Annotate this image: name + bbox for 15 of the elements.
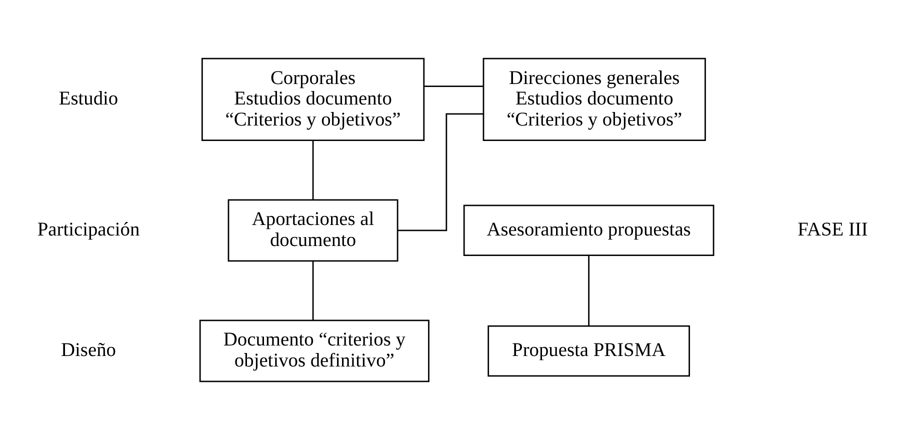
connector: [312, 140, 314, 200]
node-box: Documento “criterios y objetivos definitivo”: [199, 320, 430, 382]
connector: [312, 261, 314, 320]
connector: [588, 255, 590, 326]
node-box: Asesoramiento propuestas: [463, 204, 714, 256]
label: FASE III: [798, 220, 868, 241]
node-box: Direcciones generales Estudios documento “Criterios y objetivos”: [482, 58, 706, 141]
connector: [398, 113, 484, 232]
node-box: Aportaciones al documento: [228, 199, 398, 262]
node-box: Propuesta PRISMA: [488, 325, 690, 377]
label: Estudio: [58, 88, 118, 110]
label: Diseño: [61, 340, 116, 362]
label: Participación: [37, 220, 140, 241]
connector: [424, 86, 484, 87]
node-box: Corporales Estudios documento “Criterios y objetivos”: [201, 58, 425, 141]
